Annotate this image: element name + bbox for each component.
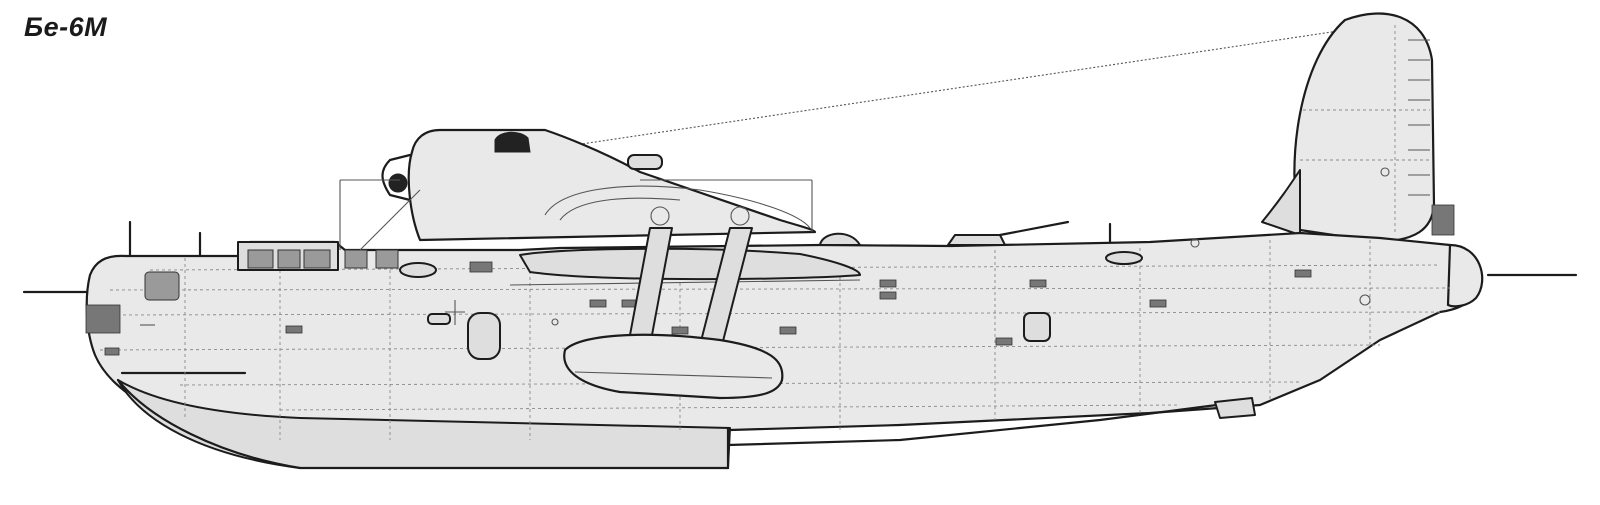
aircraft-title: Бе-6М [24,12,108,42]
vertical-tail [1261,12,1455,244]
wing-float [563,206,784,400]
hull-details [140,238,1371,326]
antenna-wire [574,29,1346,146]
engine-nacelle [339,128,817,251]
hull [85,220,1484,470]
